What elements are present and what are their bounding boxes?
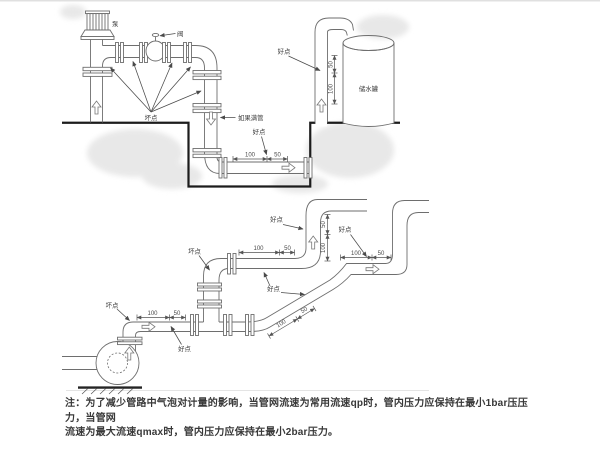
if-full-pipe-label: 如果满管: [238, 113, 264, 122]
good-point-mid-leader-down: [280, 291, 306, 297]
storage-tank: [342, 35, 395, 127]
note-caption: 注：为了减少管路中气泡对计量的影响，当管网流速为常用流速qp时，管内压力应保持在…: [65, 397, 547, 441]
dim-runA-50: 50: [284, 246, 291, 252]
dim-pit-50: 50: [274, 153, 281, 159]
flow-arrow-up-riser2: [308, 235, 319, 250]
diagonal-dimension: 100 50: [267, 305, 317, 339]
dim-diag-100: 100: [276, 319, 288, 330]
dim-pit-100: 100: [245, 153, 256, 159]
dim-diag-50: 50: [300, 306, 309, 315]
dim-run1-50: 50: [174, 311, 181, 317]
good-point-mid-leader-up: [263, 271, 271, 287]
pit-run-flanges: [218, 157, 313, 179]
bad-points-label: 坏点: [145, 114, 158, 122]
elbow-inner: [135, 331, 141, 338]
riser2-dimension: 50 100: [321, 214, 331, 262]
vertical-flanges: [192, 70, 222, 159]
shadow-blobs: [60, 5, 409, 193]
flow-arrow-down-vertical: [206, 111, 216, 126]
tank-label: 储水罐: [359, 84, 379, 93]
dim-runB-50: 50: [378, 251, 385, 257]
pump-label: 泵: [112, 20, 119, 28]
flow-arrow-up-riser: [316, 98, 327, 113]
dim-riser-100: 100: [329, 83, 335, 94]
good-point-riser-label: 好点: [278, 47, 291, 56]
dim-run1-100: 100: [147, 311, 158, 317]
good-point-right-leader: [350, 234, 367, 257]
riser-dimension: 50 100: [329, 55, 338, 105]
note-line-2: 流速为最大流速qmax时，管内压力应保持在最小2bar压力。: [65, 427, 339, 439]
bad-point-blower-leader: [116, 308, 130, 321]
bad-points-fan-arrows: [110, 60, 202, 113]
good-point-right-label: 好点: [339, 225, 352, 234]
flange-pair-right: [183, 42, 192, 63]
good-point-pit-label: 好点: [253, 127, 266, 136]
good-point-riser2-label: 好点: [270, 215, 283, 224]
good-point-riser-leader: [288, 55, 321, 71]
bottom-flanges: [190, 253, 255, 336]
good-point-riser2-leader: [282, 224, 304, 231]
suction-flange: [82, 66, 113, 77]
riser-outer: [314, 17, 354, 123]
run1-top-left: [122, 321, 204, 338]
dim-runB-100: 100: [351, 251, 362, 257]
bad-point-blower-label: 坏点: [106, 302, 119, 310]
blower: [62, 336, 143, 395]
dim-riser2-100: 100: [321, 242, 327, 253]
dim-runA-100: 100: [253, 246, 264, 252]
meter-branch-inner: [218, 210, 367, 322]
flow-arrow-right-runB: [365, 264, 380, 275]
runB-dimension: 100 50: [340, 251, 392, 261]
figure-top: 泵 阀: [62, 10, 400, 188]
pit-dimension: 100 50: [232, 153, 288, 162]
riser-ground-mask: [315, 119, 327, 127]
bad-point-elbow-leader: [198, 255, 210, 271]
figure-bottom: 100 50 100 50 50 100: [62, 199, 429, 395]
flow-arrow-up-suction: [91, 100, 102, 115]
dim-riser2-50: 50: [321, 221, 327, 228]
s-pipe-lower-boundary: [140, 212, 429, 332]
valve: [139, 32, 171, 63]
run1-dimension: 100 50: [136, 311, 186, 321]
s-pipe-upper-boundary: [219, 200, 429, 323]
flange-pair-left: [115, 42, 124, 63]
good-point-run1-label: 好点: [178, 344, 191, 353]
flow-arrow-right-run1: [141, 321, 156, 332]
valve-leader-arrow: [159, 32, 176, 38]
valve-label: 阀: [177, 29, 183, 38]
good-point-pit-leader: [261, 136, 268, 156]
good-point-mid-label: 好点: [267, 284, 280, 293]
dim-riser-50: 50: [329, 61, 335, 68]
meter-branch-outer: [203, 199, 367, 322]
note-line-1: 注：为了减少管路中气泡对计量的影响，当管网流速为常用流速qp时，管内压力应保持在…: [65, 398, 528, 424]
flow-arrow-right-pit: [281, 162, 296, 173]
bad-point-elbow-label: 坏点: [188, 248, 201, 256]
pump-motor: [80, 10, 115, 40]
good-point-run1-leader: [170, 325, 182, 345]
riser-inner: [327, 29, 348, 123]
runA-dimension: 100 50: [238, 246, 295, 256]
pipe-inner-run: [102, 57, 312, 174]
